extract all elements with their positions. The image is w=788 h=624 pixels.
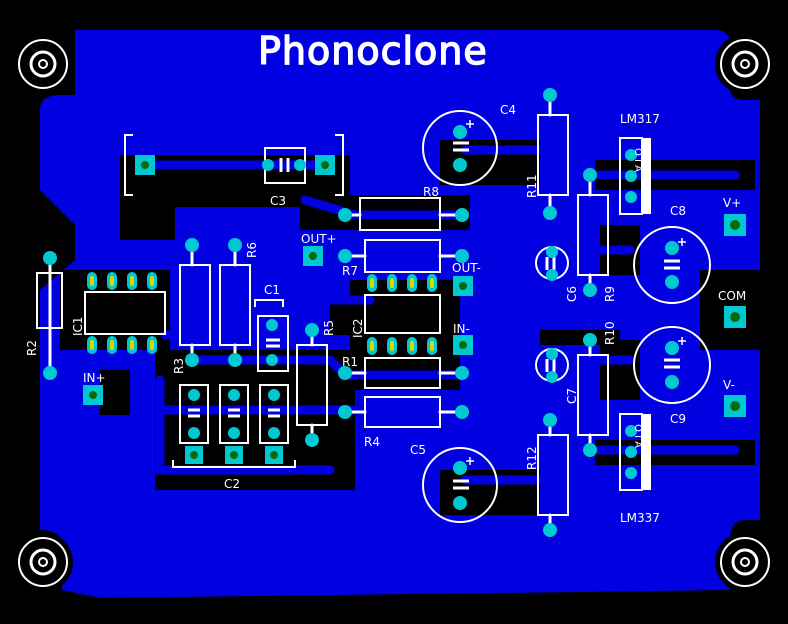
label-in-plus: IN+	[83, 371, 106, 385]
ic-pads	[87, 272, 437, 355]
label-reg-bottom-pins: O I A	[632, 424, 643, 448]
label-out-minus: OUT-	[452, 261, 481, 275]
label-out-plus: OUT+	[301, 232, 337, 246]
silkscreen	[36, 110, 711, 523]
label-in-minus: IN-	[453, 322, 470, 336]
label-v-plus: V+	[723, 196, 741, 210]
label-r4: R4	[364, 435, 380, 449]
pad-centers	[89, 161, 740, 459]
polarity-marks	[466, 120, 686, 465]
label-r3: R3	[172, 358, 186, 374]
regulator-tabs	[643, 138, 651, 490]
label-c9: C9	[670, 412, 686, 426]
capacitor-symbols	[188, 141, 680, 490]
pads-round	[43, 88, 679, 537]
label-r7: R7	[342, 264, 358, 278]
label-lm317: LM317	[620, 112, 660, 126]
label-r6: R6	[245, 242, 259, 258]
label-r11: R11	[525, 174, 539, 198]
label-c6: C6	[565, 286, 579, 302]
label-reg-top-pins: O I A	[632, 148, 643, 172]
label-com: COM	[718, 289, 746, 303]
label-r1: R1	[342, 355, 358, 369]
component-labels: C3 R8 OUT+ R7 OUT- C1 IN- R1 R4 C5 C2 IN…	[25, 103, 746, 525]
label-r8: R8	[423, 185, 439, 199]
label-c2: C2	[224, 477, 240, 491]
label-r12: R12	[525, 446, 539, 470]
label-lm337: LM337	[620, 511, 660, 525]
label-c3: C3	[270, 194, 286, 208]
label-c4: C4	[500, 103, 516, 117]
ic-pad-highlights	[90, 276, 434, 351]
label-ic1: IC1	[71, 316, 85, 336]
label-r10: R10	[603, 321, 617, 345]
label-c5: C5	[410, 443, 426, 457]
label-r9: R9	[603, 286, 617, 302]
label-c1: C1	[264, 283, 280, 297]
label-ic2: IC2	[351, 318, 365, 338]
label-c8: C8	[670, 204, 686, 218]
label-r5: R5	[322, 320, 336, 336]
label-v-minus: V-	[723, 378, 735, 392]
mounting-holes	[13, 34, 775, 592]
board-title: Phonoclone	[258, 29, 488, 73]
label-r2: R2	[25, 340, 39, 356]
label-c7: C7	[565, 388, 579, 404]
